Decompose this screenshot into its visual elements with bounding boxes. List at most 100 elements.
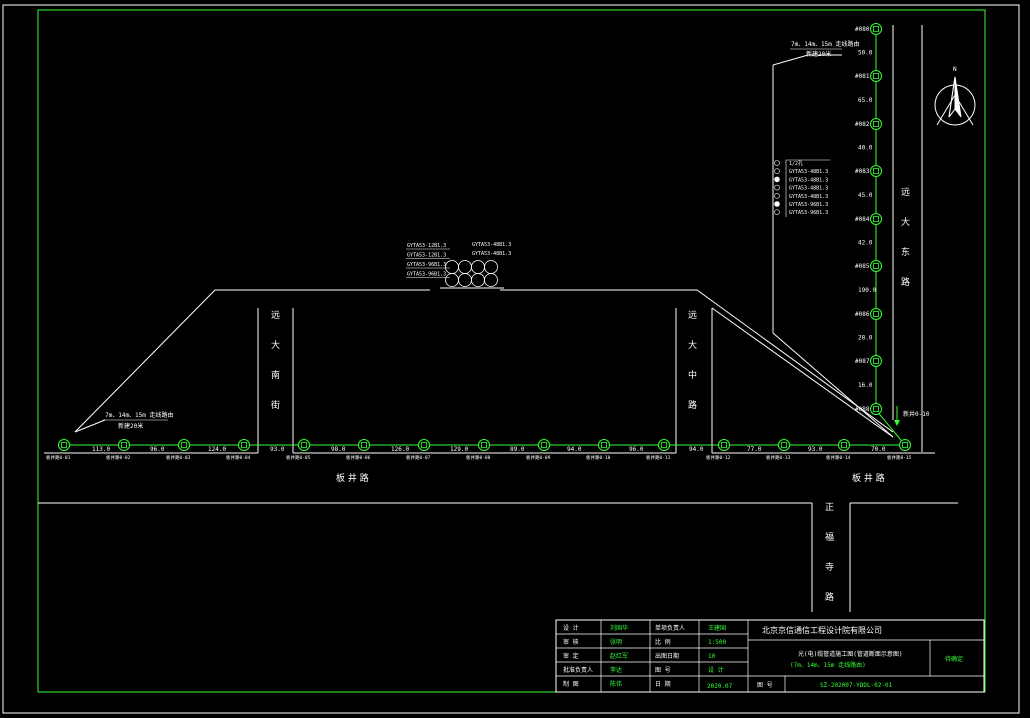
manhole-label: 板井路0-03 — [166, 454, 191, 461]
manhole-label: #085 — [855, 263, 870, 270]
manhole-label: 板井路0-02 — [106, 454, 131, 461]
title-signature: 李达 — [610, 666, 622, 674]
pole-note-left-sub: 新建20米 — [118, 422, 143, 430]
manhole-right-6 — [870, 260, 882, 272]
segment-length: 50.0 — [858, 50, 873, 57]
drawing-date: 2020.07 — [707, 683, 733, 690]
manhole-label: 板井路0-08 — [466, 454, 491, 461]
manhole-bottom-2 — [118, 439, 130, 451]
segment-length: 124.0 — [208, 446, 226, 453]
manhole-bottom-12 — [718, 439, 730, 451]
road-edge-upper-left — [74, 289, 430, 433]
segment-length: 70.0 — [871, 446, 886, 453]
manhole-right-8 — [870, 355, 882, 367]
manhole-right-9 — [870, 403, 882, 415]
manhole-bottom-4 — [238, 439, 250, 451]
north-arrow-icon: N — [934, 66, 976, 126]
segment-length: 16.0 — [858, 382, 873, 389]
pole-note-top: 7m、14m、15m 走线路由 新建20米 — [790, 40, 860, 58]
title-role-2: 比 例 — [655, 638, 671, 646]
route-lines — [64, 29, 906, 446]
manhole-label: 板井路0-05 — [286, 454, 311, 461]
title-signature: 张明 — [610, 638, 622, 646]
title-role-2: 单项负责人 — [655, 624, 685, 632]
manhole-label: #088 — [855, 406, 870, 413]
manhole-label: 板井路0-13 — [766, 454, 791, 461]
pole-note-left: 7m、14m、15m 走线路由 新建20米 — [74, 411, 174, 433]
manhole-label: 板井路0-01 — [46, 454, 71, 461]
title-role: 审 定 — [563, 652, 579, 660]
title-role: 审 核 — [563, 638, 579, 646]
manhole-bottom-13 — [778, 439, 790, 451]
outer-frame — [2, 4, 1020, 714]
manhole-label: 板井路0-06 — [346, 454, 371, 461]
drawing-title-1: 光(电)缆管道施工图(管道断面示意图) — [798, 650, 902, 658]
road-name-middle-vertical: 远大中路 — [688, 310, 697, 411]
segment-length: 42.0 — [858, 240, 873, 247]
right-manholes: #080#081#082#083#084#085#086#087#088 — [855, 23, 882, 415]
manhole-bottom-9 — [538, 439, 550, 451]
manhole-label: #086 — [855, 311, 870, 318]
segment-length: 96.0 — [150, 446, 165, 453]
manhole-label: #080 — [855, 26, 870, 33]
segment-length: 129.0 — [450, 446, 468, 453]
title-signature-2: 1:500 — [708, 639, 726, 646]
segment-length: 94.0 — [689, 446, 704, 453]
manhole-label: #087 — [855, 358, 870, 365]
road-name-bottom-vertical: 正福寺路 — [825, 503, 834, 603]
segment-length: 65.0 — [858, 97, 873, 104]
duct-bank-center: GYTA53-12B1.3GYTA53-12B1.3GYTA53-96B1.3G… — [406, 242, 511, 289]
segment-length: 40.0 — [858, 145, 873, 152]
manhole-label: 板井路0-14 — [826, 454, 851, 461]
title-signature-2: 10 — [708, 653, 716, 660]
right-mark-text: 新井0-10 — [903, 410, 930, 418]
cable-label: GYTA53-48B1.3 — [789, 169, 828, 175]
manhole-right-7 — [870, 308, 882, 320]
segment-length: 96.0 — [629, 446, 644, 453]
manhole-bottom-5 — [298, 439, 310, 451]
title-role-2: 日 期 — [655, 680, 671, 688]
segment-length: 126.0 — [391, 446, 409, 453]
cable-label: GYTA53-48B1.3 — [472, 242, 511, 248]
cable-label: GYTA53-48B1.3 — [789, 186, 828, 192]
manhole-label: 板井路0-10 — [586, 454, 611, 461]
segment-length: 190.0 — [858, 287, 876, 294]
cable-label: GYTA53-12B1.3 — [407, 253, 446, 259]
right-mark: 新井0-10 — [894, 406, 930, 426]
road-edge-upper-right — [500, 289, 894, 433]
company-name: 北京京信通信工程设计院有限公司 — [762, 625, 882, 635]
cable-label: GYTA53-48B1.3 — [472, 251, 511, 257]
road-name-left-vertical: 远大南街 — [271, 310, 280, 411]
segment-length: 89.0 — [510, 446, 525, 453]
cable-label: GYTA53-96B1.3 — [407, 262, 446, 268]
manhole-right-4 — [870, 165, 882, 177]
manhole-label: #082 — [855, 121, 870, 128]
title-signature-2: 王建国 — [708, 624, 726, 632]
pole-note-top-sub: 新建20米 — [806, 50, 831, 58]
segment-length: 94.0 — [567, 446, 582, 453]
manhole-label: #083 — [855, 168, 870, 175]
manhole-label: 板井路0-12 — [706, 454, 731, 461]
segment-length: 98.0 — [331, 446, 346, 453]
manhole-label: #084 — [855, 216, 870, 223]
manhole-label: 板井路0-07 — [406, 454, 431, 461]
segment-length: 28.0 — [858, 335, 873, 342]
road-names: 远大南街 远大中路 远大东路 正福寺路 板 井 路 板 井 路 — [271, 187, 910, 603]
drawing-stamp: 待确定 — [945, 655, 963, 663]
road-edge-diagonal-right — [711, 307, 894, 438]
segment-length: 45.0 — [858, 192, 873, 199]
right-segment-lengths: 50.0 65.0 40.0 45.0 42.0 190.0 28.0 16.0 — [858, 50, 876, 390]
title-role-2: 出图日期 — [655, 652, 679, 660]
segment-length: 93.0 — [270, 446, 285, 453]
manhole-bottom-10 — [598, 439, 610, 451]
manhole-bottom-15 — [899, 439, 911, 451]
segment-length: 77.0 — [747, 446, 762, 453]
road-name-main-bottom: 板 井 路 — [336, 472, 369, 484]
cable-label: GYTA53-96B1.3 — [789, 202, 828, 208]
cable-label: GYTA53-48B1.3 — [789, 194, 828, 200]
title-role-2: 图 号 — [655, 667, 671, 674]
cable-label: GYTA53-96B1.3 — [407, 272, 446, 278]
title-role: 设 计 — [563, 624, 579, 632]
